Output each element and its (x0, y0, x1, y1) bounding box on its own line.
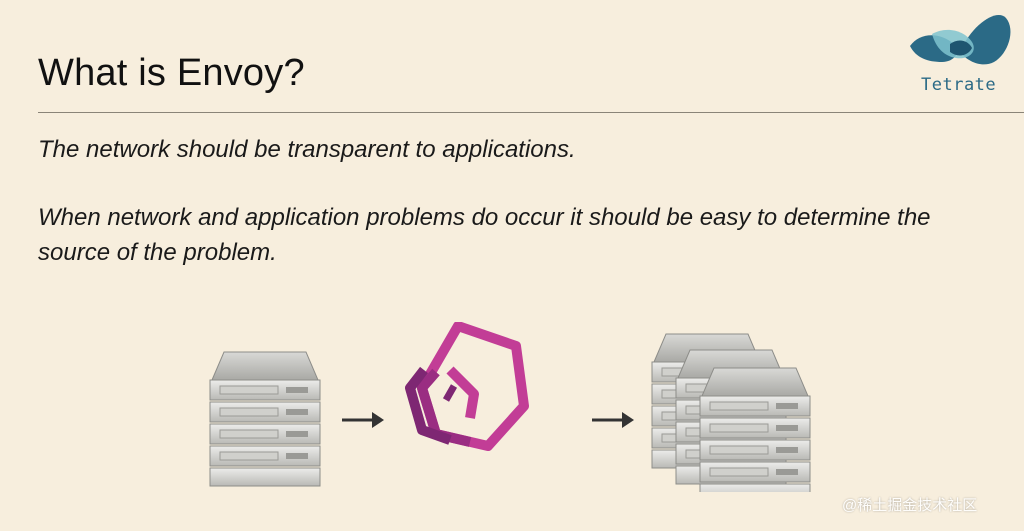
server-cluster-icon (651, 333, 811, 492)
body-line-2: When network and application problems do… (38, 204, 931, 266)
watermark: @稀土掘金技术社区 (842, 497, 978, 514)
server-stack-icon (209, 351, 321, 487)
arrow-right-icon (592, 412, 634, 428)
arrow-right-icon (342, 412, 384, 428)
envoy-logo-icon (405, 322, 529, 451)
slide-title: What is Envoy? (38, 52, 305, 94)
title-divider (38, 112, 1024, 113)
body-line-1: The network should be transparent to app… (38, 136, 576, 163)
tetrate-logo-icon (910, 15, 1011, 65)
envoy-flow-diagram (209, 322, 811, 492)
brand-name: Tetrate (921, 75, 997, 95)
